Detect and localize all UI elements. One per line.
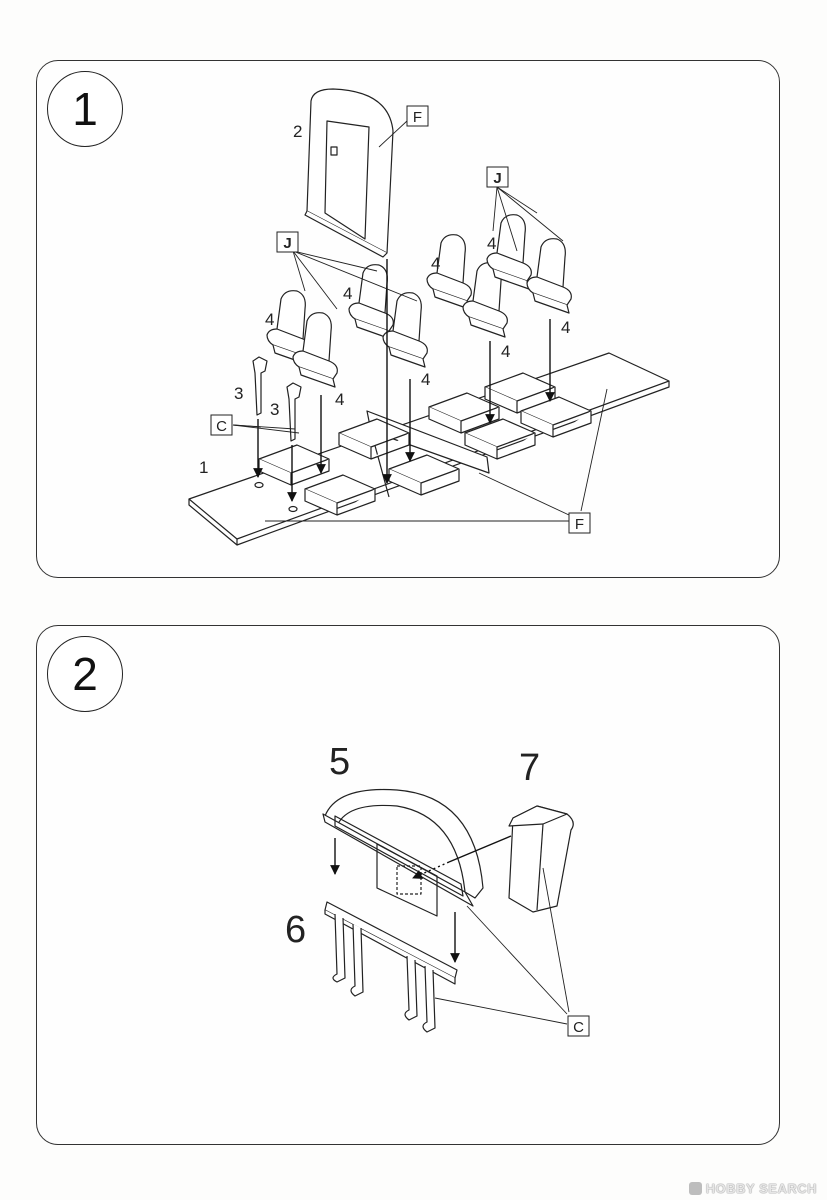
assembly-arrows <box>330 835 512 963</box>
leader-lines <box>434 867 570 1025</box>
part-number-labels: 1 2 3 3 4 4 4 4 4 4 4 4 <box>199 122 570 477</box>
step-1-assembly-drawing: 1 2 3 3 4 4 4 4 4 4 4 4 F J J C F <box>188 88 670 546</box>
step-1-number: 1 <box>47 71 123 147</box>
seat-parts <box>266 214 572 388</box>
sprue-label-sticks: C <box>216 418 227 435</box>
sprue-label-floor: F <box>575 516 584 533</box>
part-label-seat: 4 <box>487 234 496 253</box>
sprue-label-bulkhead: F <box>413 109 422 126</box>
leader-lines <box>232 120 608 522</box>
seat <box>526 238 572 314</box>
part-label-seat: 4 <box>265 310 274 329</box>
part-label-seat: 4 <box>501 342 510 361</box>
part-label-seat: 4 <box>561 318 570 337</box>
box-part <box>508 805 574 913</box>
instrument-panel-part <box>322 788 484 917</box>
seat <box>382 292 428 368</box>
seat <box>426 234 472 310</box>
bulkhead-part <box>304 88 394 258</box>
step-1-panel: 1 <box>36 60 780 578</box>
part-label-seat: 4 <box>431 254 440 273</box>
part-label-stick: 3 <box>270 400 279 419</box>
sprue-letter-boxes: F J J C F <box>210 105 591 534</box>
part-label-box: 7 <box>519 747 540 789</box>
sprue-label-seats-right: J <box>493 170 501 187</box>
watermark: HOBBY SEARCH <box>688 1181 817 1196</box>
sprue-label-parts: C <box>573 1019 584 1036</box>
part-label-bulkhead: 2 <box>293 122 302 141</box>
seat <box>486 214 532 290</box>
part-label-seat: 4 <box>343 284 352 303</box>
sprue-label-seats-left: J <box>283 235 291 252</box>
step-2-panel: 2 <box>36 625 780 1145</box>
part-label-rudder-bar: 6 <box>285 909 306 951</box>
rudder-bar-part <box>324 901 458 1033</box>
part-label-seat: 4 <box>335 390 344 409</box>
seat-pads <box>258 372 592 516</box>
part-label-panel: 5 <box>329 741 350 783</box>
part-label-floor: 1 <box>199 458 208 477</box>
control-stick-parts <box>252 356 302 442</box>
part-label-seat: 4 <box>421 370 430 389</box>
step-2-number: 2 <box>47 636 123 712</box>
seat <box>292 312 338 388</box>
hobby-search-logo-icon <box>688 1182 702 1195</box>
seat <box>348 264 394 340</box>
watermark-text: HOBBY SEARCH <box>705 1181 817 1196</box>
step-2-assembly-drawing: 5 7 6 C <box>285 741 590 1037</box>
assembly-arrows <box>253 259 555 502</box>
part-label-stick: 3 <box>234 384 243 403</box>
